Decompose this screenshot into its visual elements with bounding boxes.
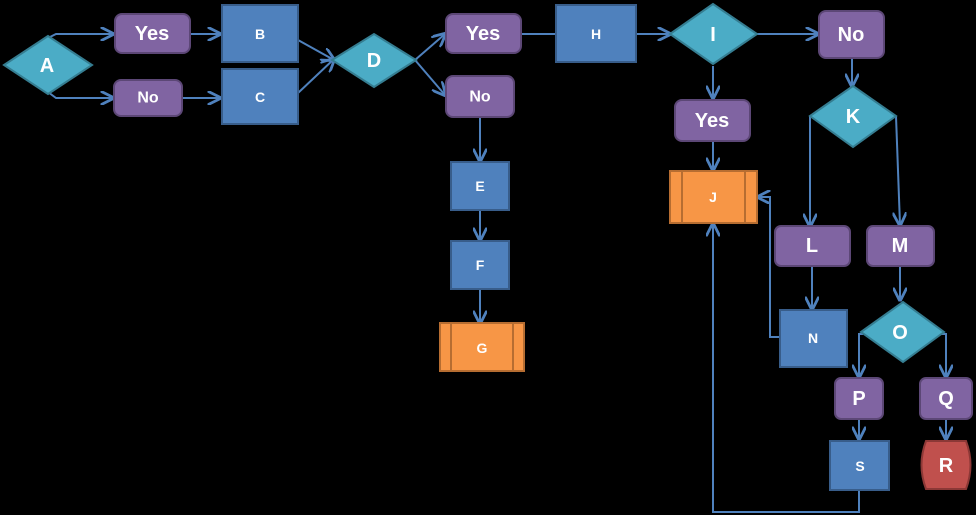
edge-d-yes [414, 34, 445, 61]
edge-b-d [297, 39, 334, 60]
decision-a: A [2, 34, 94, 96]
answer-yes-3: Yes [674, 99, 751, 142]
step-l-label: L [806, 235, 818, 257]
process-b: B [221, 4, 299, 63]
process-s-label: S [855, 458, 864, 474]
edge-c-d [297, 59, 334, 94]
subprocess-g: G [439, 322, 525, 372]
process-f-label: F [476, 257, 485, 273]
edge-d-no [414, 59, 445, 95]
subprocess-j: J [669, 170, 758, 224]
terminal-r-label: R [939, 455, 954, 477]
decision-k: K [808, 84, 898, 149]
terminal-r: R [920, 440, 972, 490]
connectors [47, 34, 946, 513]
decision-o-label: O [892, 322, 908, 344]
answer-yes-3-label: Yes [695, 110, 729, 132]
process-b-label: B [255, 26, 265, 42]
edge-s-j [713, 224, 860, 513]
answer-no-1: No [113, 79, 183, 117]
decision-o: O [859, 300, 946, 364]
answer-no-3-label: No [838, 24, 865, 46]
answer-no-2-label: No [469, 89, 491, 106]
subprocess-g-label: G [477, 340, 488, 356]
step-m-label: M [892, 235, 909, 257]
step-l: L [774, 225, 851, 267]
process-h: H [555, 4, 637, 63]
edge-o-p [859, 333, 863, 377]
decision-k-label: K [846, 106, 861, 128]
answer-yes-1: Yes [114, 13, 191, 54]
edge-k-m [896, 115, 900, 225]
process-s: S [829, 440, 890, 491]
edge-n-j [758, 197, 779, 338]
process-f: F [450, 240, 510, 290]
subprocess-j-label: J [709, 189, 717, 205]
step-p: P [834, 377, 884, 420]
step-q: Q [919, 377, 973, 420]
process-c: C [221, 68, 299, 125]
answer-yes-1-label: Yes [135, 23, 169, 45]
answer-yes-2-label: Yes [466, 23, 500, 45]
decision-a-label: A [40, 55, 54, 77]
decision-i-label: I [710, 24, 716, 46]
step-m: M [866, 225, 935, 267]
step-p-label: P [852, 388, 865, 410]
decision-d: D [330, 32, 418, 89]
edge-o-q [937, 333, 946, 377]
decision-i: I [668, 2, 759, 66]
process-n-label: N [808, 330, 818, 346]
step-q-label: Q [938, 388, 954, 410]
edge-a-yes [47, 34, 113, 38]
answer-no-1-label: No [137, 90, 159, 107]
process-e-label: E [475, 178, 484, 194]
answer-yes-2: Yes [445, 13, 522, 54]
process-h-label: H [591, 26, 601, 42]
answer-no-2: No [445, 75, 515, 118]
edge-a-no [47, 92, 113, 98]
process-c-label: C [255, 89, 265, 105]
answer-no-3: No [818, 10, 885, 59]
process-e: E [450, 161, 510, 211]
decision-d-label: D [367, 50, 381, 72]
process-n: N [779, 309, 848, 368]
